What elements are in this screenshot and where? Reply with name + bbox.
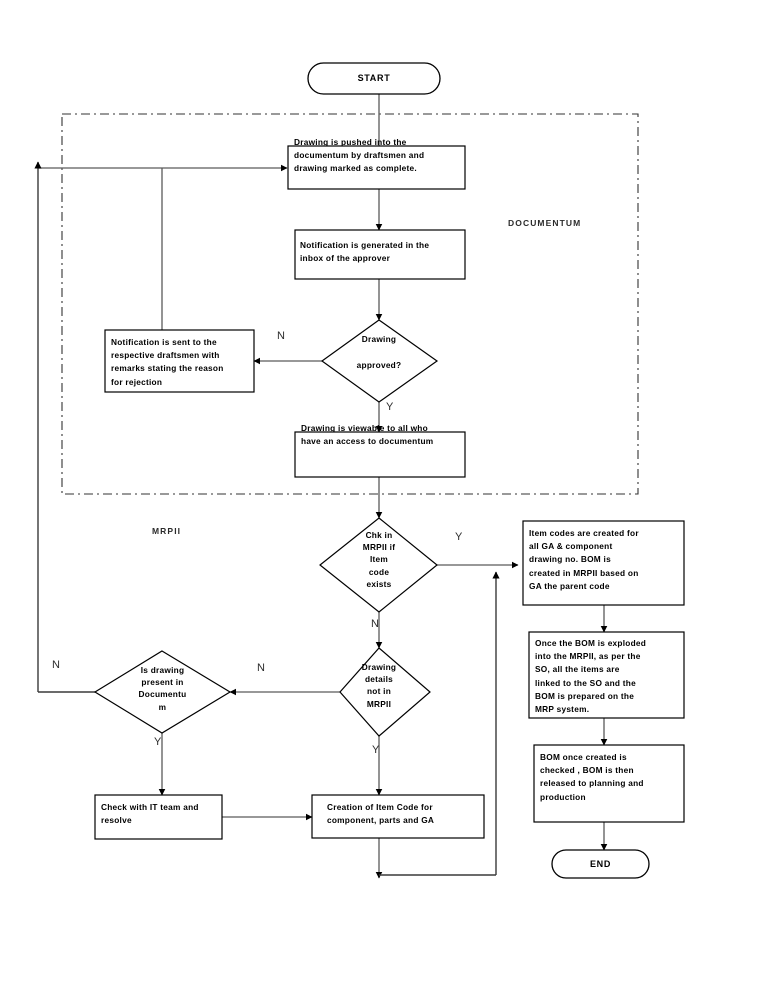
node-drawing-pushed-shape <box>287 145 466 190</box>
node-drawing-viewable-shape <box>294 431 466 478</box>
node-is-drawing-present-shape <box>93 650 232 734</box>
node-start-shape <box>307 62 441 95</box>
lane-documentum-boundary <box>61 113 639 495</box>
node-chk-mrpii-shape <box>319 517 438 613</box>
node-end-shape <box>551 849 650 879</box>
node-bom-exploded-shape <box>528 631 685 719</box>
node-notification-inbox-shape <box>294 229 466 280</box>
node-notification-sent-shape <box>104 329 255 393</box>
node-creation-item-code-shape <box>311 794 485 839</box>
node-drawing-details-shape <box>339 647 431 737</box>
node-check-it-team-shape <box>94 794 223 840</box>
node-item-codes-created-shape <box>522 520 685 606</box>
node-drawing-approved-shape <box>320 319 439 403</box>
node-bom-checked-shape <box>533 744 685 823</box>
